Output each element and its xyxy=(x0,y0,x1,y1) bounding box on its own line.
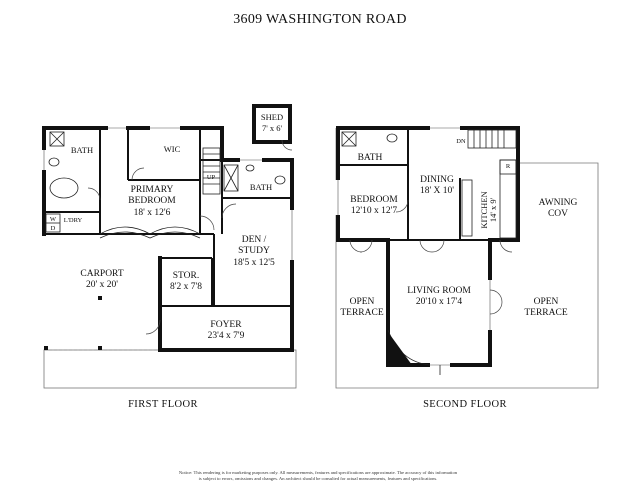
open-terrace-right-line2: TERRACE xyxy=(524,308,567,318)
door-swing xyxy=(489,289,503,303)
storage-dims: 8'2 x 7'8 xyxy=(170,282,202,292)
kitchen-island xyxy=(461,179,473,237)
bath-right-label: BATH xyxy=(250,182,272,192)
second-floor-interior-walls xyxy=(338,128,490,241)
stairs-icon xyxy=(202,147,221,195)
kitchen-counter xyxy=(499,159,517,239)
living-room-corner-column xyxy=(388,332,412,365)
living-room-label: LIVING ROOM xyxy=(407,286,471,296)
shed-label: SHED xyxy=(261,112,283,122)
shower-icon-diag xyxy=(223,164,239,192)
fridge-icon xyxy=(499,159,517,175)
shower-icon-diag xyxy=(49,131,65,147)
foyer-label: FOYER xyxy=(210,320,242,330)
den-label-line1: DEN / xyxy=(242,235,267,245)
den-label-line2: STUDY xyxy=(238,246,270,256)
door-swing xyxy=(395,199,409,213)
door-swing xyxy=(145,319,161,335)
toilet-icon xyxy=(274,175,286,185)
first-floor-interior-walls xyxy=(44,128,292,307)
bedroom-curved-glass-wall xyxy=(99,226,201,235)
primary-bedroom-dims: 18' x 12'6 xyxy=(134,208,171,218)
laundry-label: L'DRY xyxy=(64,217,83,224)
sink-icon xyxy=(245,164,255,172)
bedroom-dims: 12'10 x 12'7 xyxy=(351,206,397,216)
awning-label-line1: AWNING xyxy=(539,198,578,208)
first-floor-ground-outline xyxy=(43,349,297,389)
door-swing xyxy=(489,301,503,315)
carport-dims: 20' x 20' xyxy=(86,280,118,290)
shower-icon xyxy=(49,131,65,147)
carport-post xyxy=(98,346,102,350)
door-swing xyxy=(499,239,513,253)
bedroom-curved-glass-wall-outer xyxy=(99,231,201,239)
carport-label: CARPORT xyxy=(80,269,123,279)
bathtub-icon xyxy=(49,177,79,199)
first-floor-exterior-walls xyxy=(42,126,294,352)
kitchen-dims: 14' x 9' xyxy=(488,197,498,222)
door-swing xyxy=(359,239,373,253)
primary-bedroom-label-line2: BEDROOM xyxy=(128,196,176,206)
bath-left-label: BATH xyxy=(71,145,93,155)
door-swing xyxy=(431,239,445,253)
dryer-label: D xyxy=(51,225,56,232)
dining-label: DINING xyxy=(420,175,454,185)
first-floor-label: FIRST FLOOR xyxy=(128,399,198,410)
second-floor-plan: BATH DN R DINING 18' X 10' BEDROOM 12'10… xyxy=(335,125,599,410)
shower-icon xyxy=(341,131,357,147)
door-swing xyxy=(87,187,101,201)
washer-label: W xyxy=(50,216,57,223)
door-swing xyxy=(221,203,237,219)
carport-post xyxy=(98,296,102,300)
stairs-down-label: DN xyxy=(456,138,466,145)
door-swing xyxy=(199,215,215,231)
living-room-dims: 20'10 x 17'4 xyxy=(416,297,462,307)
shower-icon xyxy=(223,164,239,192)
door-swing xyxy=(281,139,293,151)
shower-icon-diag xyxy=(341,131,357,147)
shed-dims: 7' x 6' xyxy=(262,123,283,133)
second-floor-label: SECOND FLOOR xyxy=(423,399,507,410)
stairs-up-label: UP xyxy=(207,174,216,181)
first-floor-plan: SHED 7' x 6' WIC BATH PRIMARY BEDROOM 18… xyxy=(41,104,297,410)
disclaimer-line1: Notice: This rendering is for marketing … xyxy=(179,470,458,476)
disclaimer-line2: is subject to errors, omissions and chan… xyxy=(199,476,438,482)
door-swing xyxy=(419,239,433,253)
awning-label-line2: COV xyxy=(548,209,568,219)
shed-walls xyxy=(252,104,292,144)
fridge-label: R xyxy=(506,163,511,170)
storage-label: STOR. xyxy=(173,271,200,281)
property-title: 3609 WASHINGTON ROAD xyxy=(233,12,407,27)
toilet-icon xyxy=(386,133,398,143)
bedroom-label: BEDROOM xyxy=(350,195,398,205)
primary-bedroom-label-line1: PRIMARY xyxy=(131,185,174,195)
wic-label: WIC xyxy=(164,144,181,154)
carport-post xyxy=(44,346,48,350)
open-terrace-left-line1: OPEN xyxy=(350,297,375,307)
open-terrace-right-line1: OPEN xyxy=(534,297,559,307)
second-floor-terrace-outline xyxy=(335,128,599,389)
sink-icon xyxy=(48,157,60,167)
dining-dims: 18' X 10' xyxy=(420,186,454,196)
stairs-icon xyxy=(467,129,517,149)
foyer-dims: 23'4 x 7'9 xyxy=(208,331,245,341)
open-terrace-left-line2: TERRACE xyxy=(340,308,383,318)
bath-label: BATH xyxy=(358,153,383,163)
door-swing xyxy=(131,167,145,181)
den-dims: 18'5 x 12'5 xyxy=(233,258,275,268)
kitchen-label: KITCHEN xyxy=(479,191,489,228)
